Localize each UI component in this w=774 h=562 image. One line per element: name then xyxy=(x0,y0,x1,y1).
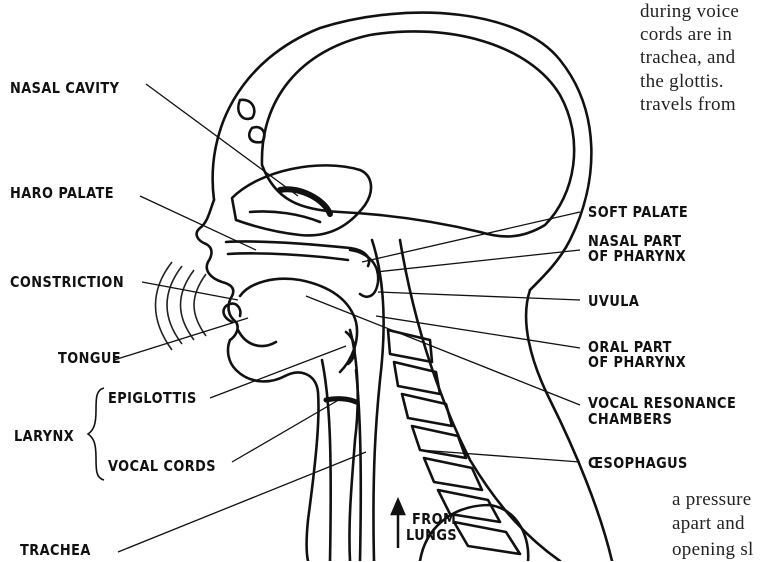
label-nasal-cavity: NASAL CAVITY xyxy=(10,80,119,96)
label-uvula: UVULA xyxy=(588,293,639,309)
body-text-line: during voice xyxy=(640,0,739,24)
sound-waves xyxy=(156,262,207,350)
body-text-line: opening sl xyxy=(672,538,754,562)
label-from-lungs-line1: FROM xyxy=(412,512,456,527)
sinus-shape xyxy=(238,100,254,119)
soft-palate-shape xyxy=(350,250,378,297)
label-vocal-cords: VOCAL CORDS xyxy=(108,458,216,474)
label-soft-palate: SOFT PALATE xyxy=(588,204,688,220)
nasal-cavity-shape xyxy=(232,165,371,235)
label-tongue: TONGUE xyxy=(58,350,121,366)
body-text-line: cords are in xyxy=(640,23,732,47)
body-text-line: travels from xyxy=(640,93,736,117)
leader-lines xyxy=(114,84,580,552)
chin-neck-front xyxy=(285,373,319,561)
label-from-lungs-line2: LUNGS xyxy=(406,528,457,543)
body-text-line: the glottis. xyxy=(640,70,724,94)
label-vocal-resonance-chambers-line1: VOCAL RESONANCE xyxy=(588,396,736,411)
brain-cavity xyxy=(262,31,574,236)
label-constriction: CONSTRICTION xyxy=(10,274,124,290)
label-trachea: TRACHEA xyxy=(20,542,91,558)
label-nasal-part-of-pharynx-line2: OF PHARYNX xyxy=(588,249,686,264)
tongue-shape xyxy=(240,279,357,372)
trachea-tube xyxy=(322,360,331,561)
body-text-line: apart and xyxy=(672,512,745,536)
label-oesophagus: ŒSOPHAGUS xyxy=(588,455,688,471)
label-larynx: LARYNX xyxy=(14,428,74,444)
label-hard-palate: HARO PALATE xyxy=(10,185,114,201)
label-epiglottis: EPIGLOTTIS xyxy=(108,390,197,406)
arrow-up-from-lungs xyxy=(392,500,404,548)
body-text-line: a pressure xyxy=(672,488,752,512)
label-oral-part-of-pharynx-line2: OF PHARYNX xyxy=(588,355,686,370)
label-vocal-resonance-chambers-line2: CHAMBERS xyxy=(588,412,672,427)
larynx-bracket xyxy=(88,388,104,480)
face-profile xyxy=(197,200,285,381)
body-text-line: trachea, and xyxy=(640,46,735,70)
